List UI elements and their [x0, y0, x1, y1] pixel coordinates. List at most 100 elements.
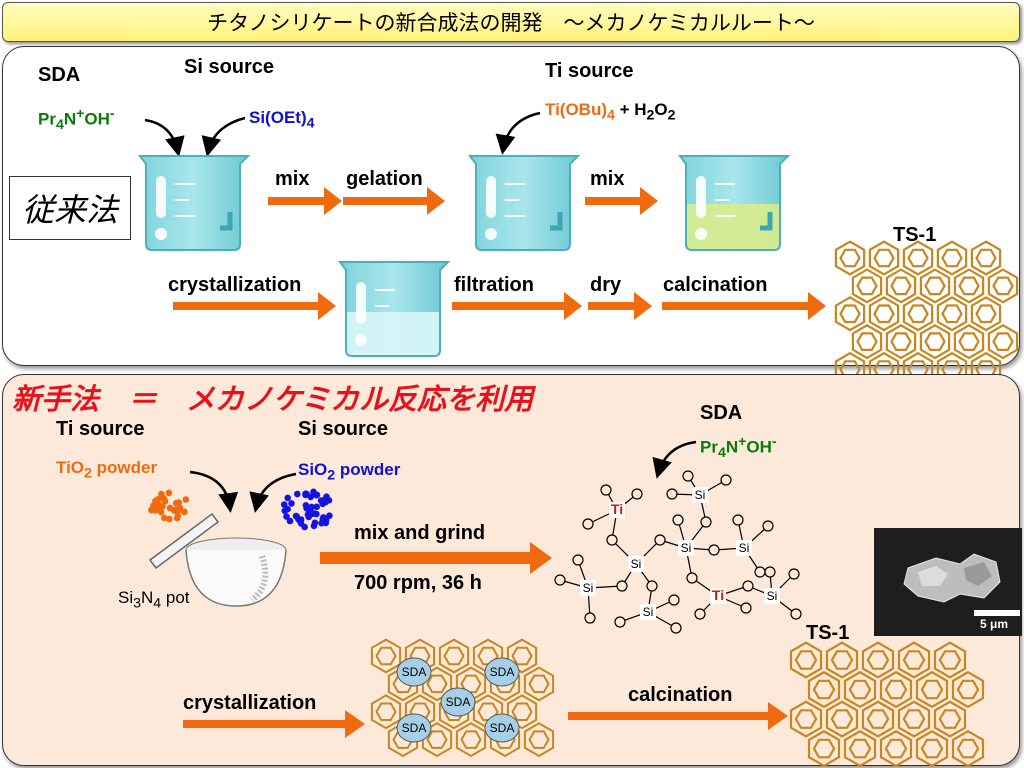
framework-ring [953, 324, 985, 360]
powder-particle [158, 490, 165, 498]
framework-ring [866, 709, 890, 729]
framework-ring [789, 700, 823, 738]
silicon-atom: Si [643, 605, 654, 619]
framework-ring [987, 268, 1019, 304]
ts1-product-label-new: TS-1 [806, 622, 850, 644]
ts1-product-label: TS-1 [893, 224, 937, 246]
framework-ring [375, 702, 397, 721]
oxygen-atom [616, 580, 628, 592]
powder-particle [175, 499, 182, 506]
powder-particle [304, 505, 311, 512]
framework-ring [975, 248, 997, 268]
framework-ring [941, 304, 963, 324]
powder-particle [182, 496, 190, 503]
powder-particle [161, 514, 168, 522]
framework-ring [807, 670, 841, 709]
powder-particle [294, 490, 301, 498]
powder-particle [165, 489, 173, 497]
framework-ring [839, 304, 861, 324]
step-mix-2: mix [590, 168, 625, 190]
framework-ring [902, 240, 934, 276]
beaker-icon [468, 155, 581, 251]
oxygen-atom [788, 568, 800, 580]
framework-ring [866, 650, 890, 670]
oxygen-atom [682, 470, 694, 482]
framework-ring [370, 694, 402, 730]
framework-ring [897, 641, 931, 679]
powder-particle [181, 508, 188, 516]
framework-ring [936, 296, 968, 332]
powder-particle [313, 503, 321, 511]
sio2-powder-label: SiO2 powder [298, 460, 401, 484]
framework-ring [426, 674, 448, 694]
slide-title-text: チタノシリケートの新合成法の開発 ～メカノケミカルルート～ [207, 12, 815, 35]
powder-particle [326, 512, 333, 519]
powder-particle [309, 510, 316, 517]
framework-ring [970, 296, 1002, 332]
framework-ring [915, 670, 949, 709]
sda-molecule [484, 657, 520, 687]
mortar-pestle-icon [148, 512, 287, 607]
framework-ring [951, 730, 985, 768]
powder-particle [157, 508, 165, 516]
framework-ring [861, 700, 895, 738]
sda-molecule-label: SDA [446, 695, 471, 709]
step-crystallization-new: crystallization [183, 692, 317, 714]
framework-ring [933, 641, 967, 679]
oxygen-atom [584, 612, 596, 624]
scale-bar-label: 5 μm [980, 617, 1009, 631]
framework-ring [511, 646, 533, 666]
slide-title: チタノシリケートの新合成法の開発 ～メカノケミカルルート～ [2, 2, 1020, 42]
framework-ring [848, 679, 872, 700]
arrow-mix-2 [585, 187, 658, 215]
pot-label: Si3N4 pot [118, 588, 190, 612]
oxygen-atom [686, 572, 698, 584]
oxygen-atom [572, 554, 584, 566]
titanium-atom: Ti [611, 501, 623, 517]
oxygen-atom [614, 616, 626, 628]
framework-ring [919, 268, 951, 304]
framework-ring [873, 248, 895, 268]
sem-crystal-graphic [874, 528, 1022, 636]
tio2-powder-icon [148, 489, 190, 523]
titanium-atom: Ti [712, 587, 724, 603]
framework-ring [941, 248, 963, 268]
framework-ring [897, 700, 931, 738]
framework-ring [506, 694, 538, 730]
framework-ring [915, 730, 949, 768]
pointer-arrow-sda-new [652, 440, 697, 479]
framework-ring [868, 296, 900, 332]
framework-ring [970, 240, 1002, 276]
powder-particle [159, 503, 166, 510]
silicon-atom: Si [739, 541, 750, 555]
oxygen-atom [742, 580, 754, 592]
framework-ring [879, 730, 913, 768]
oxygen-atom [700, 516, 712, 528]
framework-ring [861, 641, 895, 679]
framework-ring [851, 324, 883, 360]
silicon-atom: Si [681, 541, 692, 555]
conventional-method-box: 従来法 [9, 176, 131, 240]
silicon-atom: Si [631, 557, 642, 571]
arrow-gelation [343, 187, 445, 215]
oxygen-atom [740, 602, 752, 614]
sda-molecule [396, 713, 432, 743]
powder-particle [174, 512, 182, 520]
pointer-arrow-ti [495, 111, 541, 155]
sda-molecule-label: SDA [490, 665, 515, 679]
arrow-crystallization-new [183, 710, 365, 738]
framework-ring [789, 641, 823, 679]
framework-ring [825, 700, 859, 738]
powder-particle [286, 517, 294, 525]
framework-ring [938, 650, 962, 670]
framework-ring [856, 276, 878, 296]
powder-particle [281, 507, 289, 515]
sda-molecule-label: SDA [490, 721, 515, 735]
arrow-calcination-new [568, 702, 788, 730]
arrow-mix-grind [320, 542, 552, 574]
sda-molecule [484, 713, 520, 743]
powder-particle [317, 497, 325, 504]
framework-ring [825, 641, 859, 679]
oxygen-atom [646, 580, 658, 592]
